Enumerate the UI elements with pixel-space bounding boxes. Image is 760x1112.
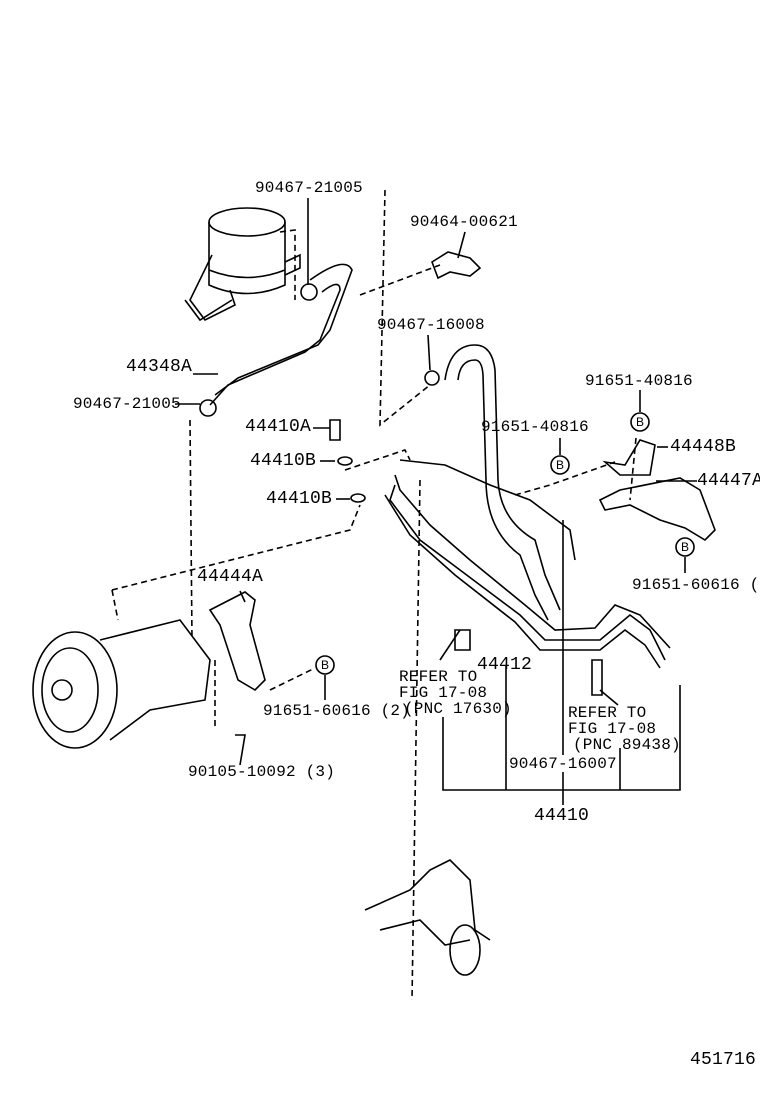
callout-44348a: 44348A bbox=[126, 357, 193, 377]
callout-90467-16007: 90467-16007 bbox=[509, 755, 617, 773]
callout-44447a: 44447A bbox=[697, 471, 760, 491]
callout-91651-40816-right: 91651-40816 bbox=[585, 372, 693, 390]
refer-left-line3: (PNC 17630) bbox=[404, 700, 512, 718]
callout-44448b: 44448B bbox=[670, 437, 737, 457]
steering-gear-drawing bbox=[364, 859, 491, 976]
refer-right-line3: (PNC 89438) bbox=[573, 736, 681, 754]
callout-44410: 44410 bbox=[534, 806, 590, 826]
refer-right-line2: FIG 17-08 bbox=[568, 720, 657, 738]
reservoir-drawing bbox=[184, 207, 301, 322]
right-bracket-drawing bbox=[598, 439, 716, 542]
dashed-leader-lines bbox=[111, 189, 637, 1001]
callout-44444a: 44444A bbox=[197, 567, 264, 587]
callout-91651-60616-pump: 91651-60616 (2) bbox=[263, 702, 411, 720]
callout-44410b-upper: 44410B bbox=[250, 451, 317, 471]
reservoir-hose-drawing bbox=[199, 263, 353, 417]
refer-right-line1: REFER TO bbox=[568, 704, 647, 722]
callout-90105-10092: 90105-10092 (3) bbox=[188, 763, 336, 781]
callout-91651-40816-center: 91651-40816 bbox=[481, 418, 589, 436]
callout-90467-21005-top: 90467-21005 bbox=[255, 179, 363, 197]
callout-90467-21005-lower: 90467-21005 bbox=[73, 395, 181, 413]
bolt-marker-b: B bbox=[556, 458, 564, 472]
callout-90464-00621: 90464-00621 bbox=[410, 213, 518, 231]
pump-drawing bbox=[32, 619, 211, 749]
small-parts-drawing bbox=[235, 419, 603, 766]
callout-44410a: 44410A bbox=[245, 417, 312, 437]
bolt-marker-b: B bbox=[636, 415, 644, 429]
callout-90467-16008: 90467-16008 bbox=[377, 316, 485, 334]
leader-lines bbox=[175, 198, 697, 805]
callout-44410b-lower: 44410B bbox=[266, 489, 333, 509]
figure-number: 451716 bbox=[690, 1050, 757, 1070]
return-hose-drawing bbox=[424, 344, 561, 621]
tube-assembly-drawing bbox=[384, 459, 671, 669]
callout-44412: 44412 bbox=[477, 655, 533, 675]
bolt-marker-b: B bbox=[681, 540, 689, 554]
pump-bracket-drawing bbox=[208, 591, 266, 692]
bolt-b-markers bbox=[315, 412, 695, 675]
refer-left-line2: FIG 17-08 bbox=[399, 684, 488, 702]
clamp-drawing bbox=[431, 251, 482, 280]
refer-left-line1: REFER TO bbox=[399, 668, 478, 686]
bolt-marker-b: B bbox=[321, 658, 329, 672]
callout-91651-60616-right: 91651-60616 (2) bbox=[632, 576, 760, 594]
